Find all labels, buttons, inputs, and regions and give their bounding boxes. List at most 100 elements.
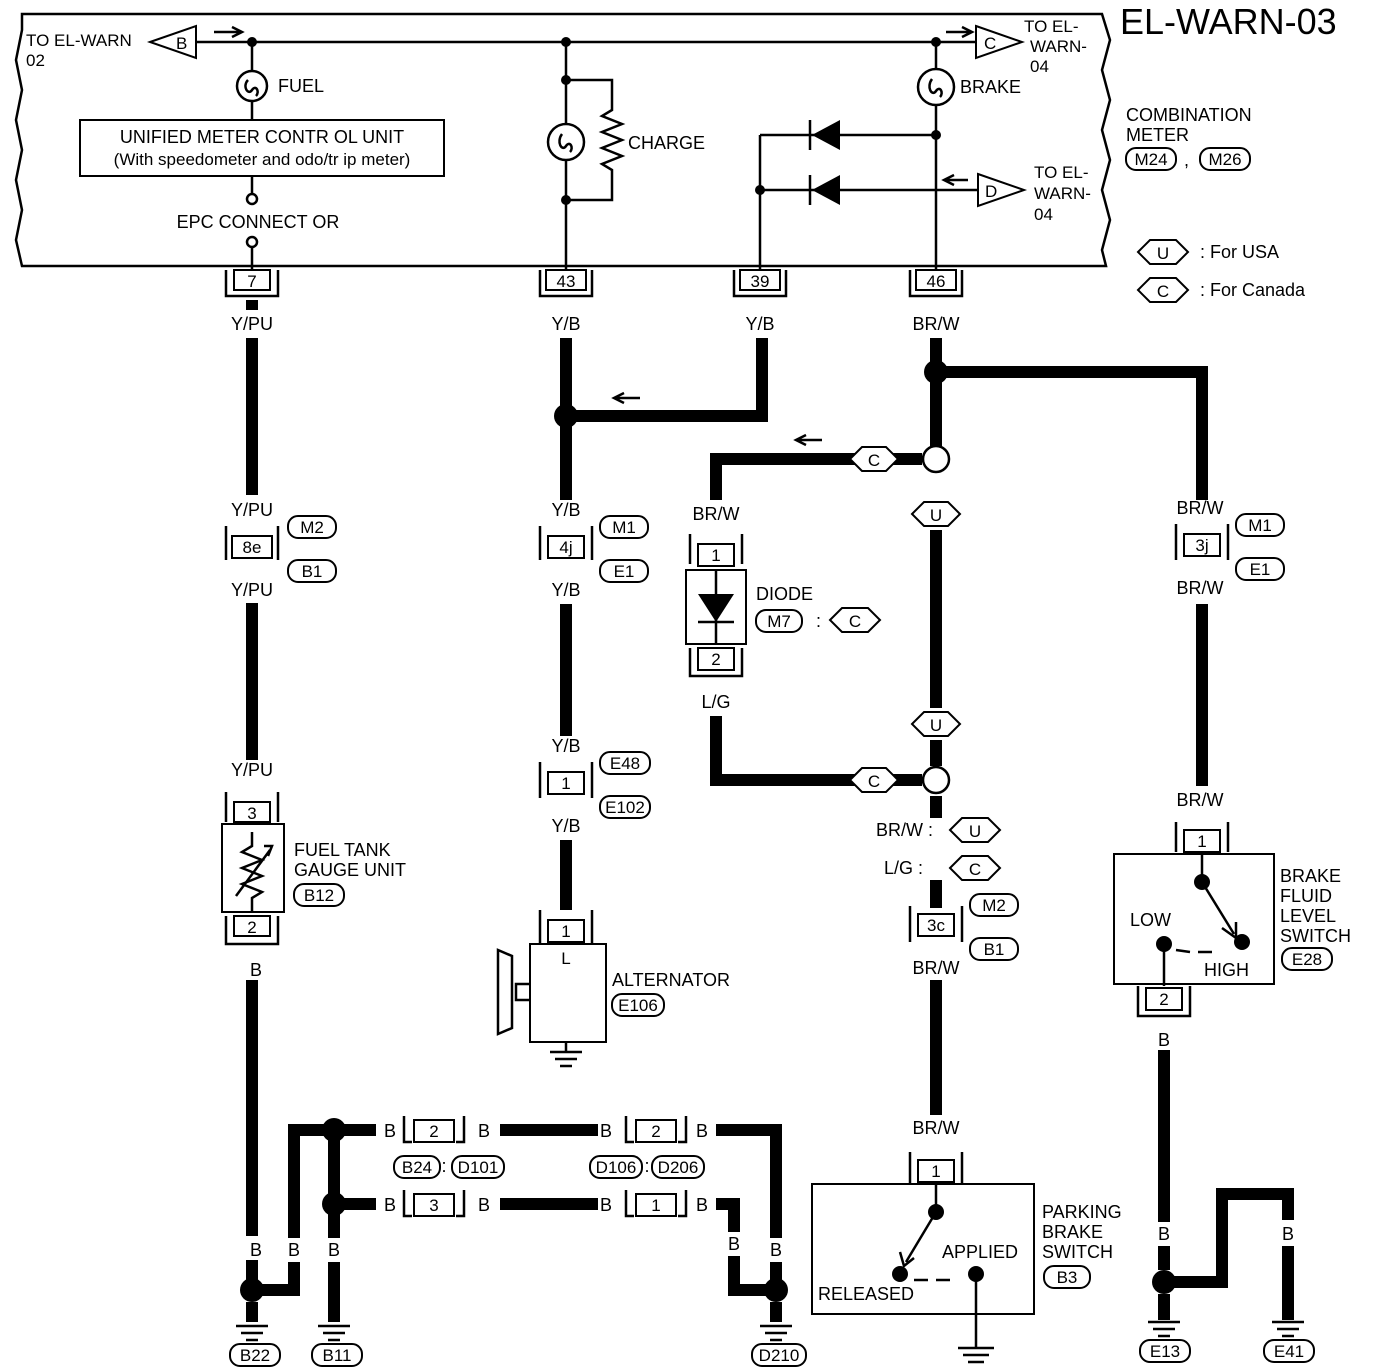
epc-connector-pin [245,192,259,206]
wire-label-b: B [728,1234,740,1254]
wire-b [1164,1188,1294,1288]
wire-label-b: B [288,1240,300,1260]
svg-text:M7: M7 [767,612,791,631]
legend-canada-label: : For Canada [1200,280,1306,300]
flag-c-canada: C [848,446,900,472]
svg-text:D101: D101 [458,1158,499,1177]
svg-text:2: 2 [651,1122,660,1141]
wire-label-lg-c: L/G : [884,858,923,878]
svg-text:E48: E48 [610,754,640,773]
to-warn04-mid-1: TO EL- [1034,163,1088,182]
svg-text:U: U [969,822,981,841]
svg-text:46: 46 [927,272,946,291]
wire-label-b: B [1216,1224,1228,1244]
flag-b-warn02[interactable]: B [146,24,197,60]
svg-text:B11: B11 [323,1346,352,1365]
wire-label-y-b: Y/B [551,816,580,836]
variable-resistor-icon [238,832,266,912]
connector-1: 1 [624,1190,688,1218]
connector-1-e48: 1 [538,762,594,798]
svg-text:4j: 4j [559,538,572,557]
epc-connector-label: EPC CONNECT OR [177,212,340,232]
combination-meter-label-1: COMBINATION [1126,105,1252,125]
connector-d106 [589,1155,643,1179]
wire-label-b: B [600,1195,612,1215]
to-warn04-top-2: WARN- [1030,37,1087,56]
svg-text:D206: D206 [658,1158,699,1177]
fuel-lamp-icon [235,69,269,103]
wire-label-y-b: Y/B [551,314,580,334]
brake-fluid-label-2: FLUID [1280,886,1332,906]
wire-label-l-g: L/G [701,692,730,712]
wire-label-y-pu: Y/PU [231,500,273,520]
fuel-tank-label-2: GAUGE UNIT [294,860,406,880]
svg-text:B1: B1 [302,562,323,581]
svg-text:E13: E13 [1150,1342,1180,1361]
svg-text:C: C [868,772,880,791]
parking-label-2: BRAKE [1042,1222,1103,1242]
svg-text:B3: B3 [1057,1268,1078,1287]
svg-text:1: 1 [651,1196,660,1215]
connector-m26 [1199,147,1251,171]
legend-usa: U : For USA [1136,239,1279,265]
applied-label: APPLIED [942,1242,1018,1262]
wire-label-b: B [478,1121,490,1141]
svg-text:3c: 3c [927,916,945,935]
svg-text:8e: 8e [243,538,262,557]
flag-c-warn04[interactable]: C [975,24,1026,60]
fuel-lamp-label: FUEL [278,76,324,96]
wire-label-br-w: BR/W [913,1118,960,1138]
svg-text:2: 2 [1159,990,1168,1009]
connector-b1 [969,937,1019,961]
svg-text:E28: E28 [1292,950,1322,969]
low-label: LOW [1130,910,1171,930]
svg-text:M2: M2 [982,896,1006,915]
unified-meter-label-2: (With speedometer and odo/tr ip meter) [114,150,411,169]
svg-text:43: 43 [557,272,576,291]
svg-text::: : [816,611,821,631]
wire-label-y-b: Y/B [551,500,580,520]
connector-e102 [599,795,651,819]
flag-u-usa: U [948,817,1002,843]
parking-brake-switch: 1 [811,1152,1035,1364]
wire-label-b: B [1158,1030,1170,1050]
connector-b12 [293,883,345,907]
wire-label-br-w: BR/W [693,504,740,524]
wire-label-b: B [770,1240,782,1260]
svg-text:7: 7 [247,272,256,291]
connector-d206 [651,1155,705,1179]
to-warn02-label-1: TO EL-WARN [26,31,132,50]
legend-usa-label: : For USA [1200,242,1279,262]
terminal-46: 46 [908,269,964,298]
flag-u-usa: U [910,711,962,737]
wire-label-b: B [1158,1224,1170,1244]
connector-8e: 8e [224,526,280,560]
parking-label-3: SWITCH [1042,1242,1113,1262]
svg-text:3: 3 [247,804,256,823]
svg-text:C: C [849,612,861,631]
connector-2-b24: 2 [402,1116,466,1144]
connector-m1 [599,515,649,539]
flag-c-canada: C [948,855,1002,881]
wire-label-br-w: BR/W [1177,790,1224,810]
to-warn04-mid-3: 04 [1034,205,1053,224]
connector-b3 [1043,1265,1091,1289]
connector-3j: 3j [1174,524,1230,560]
svg-text:M26: M26 [1208,150,1241,169]
wire-b [288,1124,334,1238]
svg-text:2: 2 [429,1122,438,1141]
wire-label-b: B [250,960,262,980]
svg-text:L: L [561,949,570,968]
svg-text:2: 2 [247,918,256,937]
wire-label-br-w: BR/W [1177,498,1224,518]
connector-3c: 3c [908,906,964,942]
pulley-icon [514,982,530,1002]
flag-d-warn04[interactable]: D [977,172,1028,208]
svg-text:3j: 3j [1195,536,1208,555]
to-warn04-top-1: TO EL- [1024,17,1078,36]
connector-4j: 4j [538,526,594,560]
svg-text:,: , [1184,150,1189,170]
svg-text:E1: E1 [614,562,635,581]
svg-text:M2: M2 [300,518,324,537]
wire-label-br-w: BR/W [913,958,960,978]
